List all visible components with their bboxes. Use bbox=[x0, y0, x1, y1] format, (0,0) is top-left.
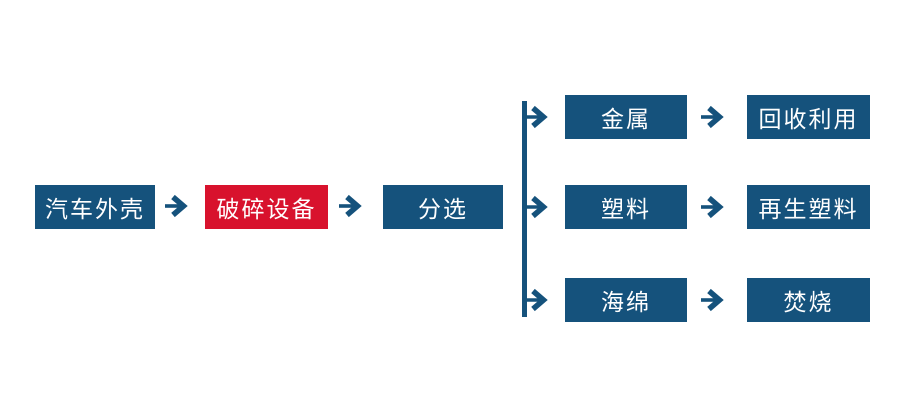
node-recycling: 回收利用 bbox=[747, 95, 870, 139]
arrow-right-icon bbox=[700, 195, 728, 219]
arrow-right-icon bbox=[338, 194, 366, 218]
node-plastic: 塑料 bbox=[565, 185, 687, 229]
node-sorting: 分选 bbox=[383, 185, 503, 229]
branch-connector-line bbox=[522, 101, 527, 317]
node-incineration: 焚烧 bbox=[747, 278, 870, 322]
arrow-right-icon bbox=[164, 194, 192, 218]
node-car-shell: 汽车外壳 bbox=[35, 185, 155, 229]
node-recycled-plastic-label: 再生塑料 bbox=[758, 197, 859, 223]
arrow-right-icon bbox=[700, 288, 728, 312]
node-recycling-label: 回收利用 bbox=[758, 107, 859, 133]
node-metal: 金属 bbox=[565, 95, 687, 139]
arrow-right-icon bbox=[524, 105, 552, 129]
node-crushing-equipment: 破碎设备 bbox=[205, 185, 328, 229]
arrow-right-icon bbox=[524, 288, 552, 312]
arrow-right-icon bbox=[524, 195, 552, 219]
node-sponge: 海绵 bbox=[565, 278, 687, 322]
node-metal-label: 金属 bbox=[601, 107, 651, 133]
node-sorting-label: 分选 bbox=[418, 197, 468, 223]
node-sponge-label: 海绵 bbox=[601, 290, 651, 316]
node-car-shell-label: 汽车外壳 bbox=[45, 197, 145, 223]
node-crushing-equipment-label: 破碎设备 bbox=[216, 197, 317, 223]
node-plastic-label: 塑料 bbox=[601, 197, 651, 223]
node-recycled-plastic: 再生塑料 bbox=[747, 185, 870, 229]
node-incineration-label: 焚烧 bbox=[783, 290, 834, 316]
arrow-right-icon bbox=[700, 105, 728, 129]
